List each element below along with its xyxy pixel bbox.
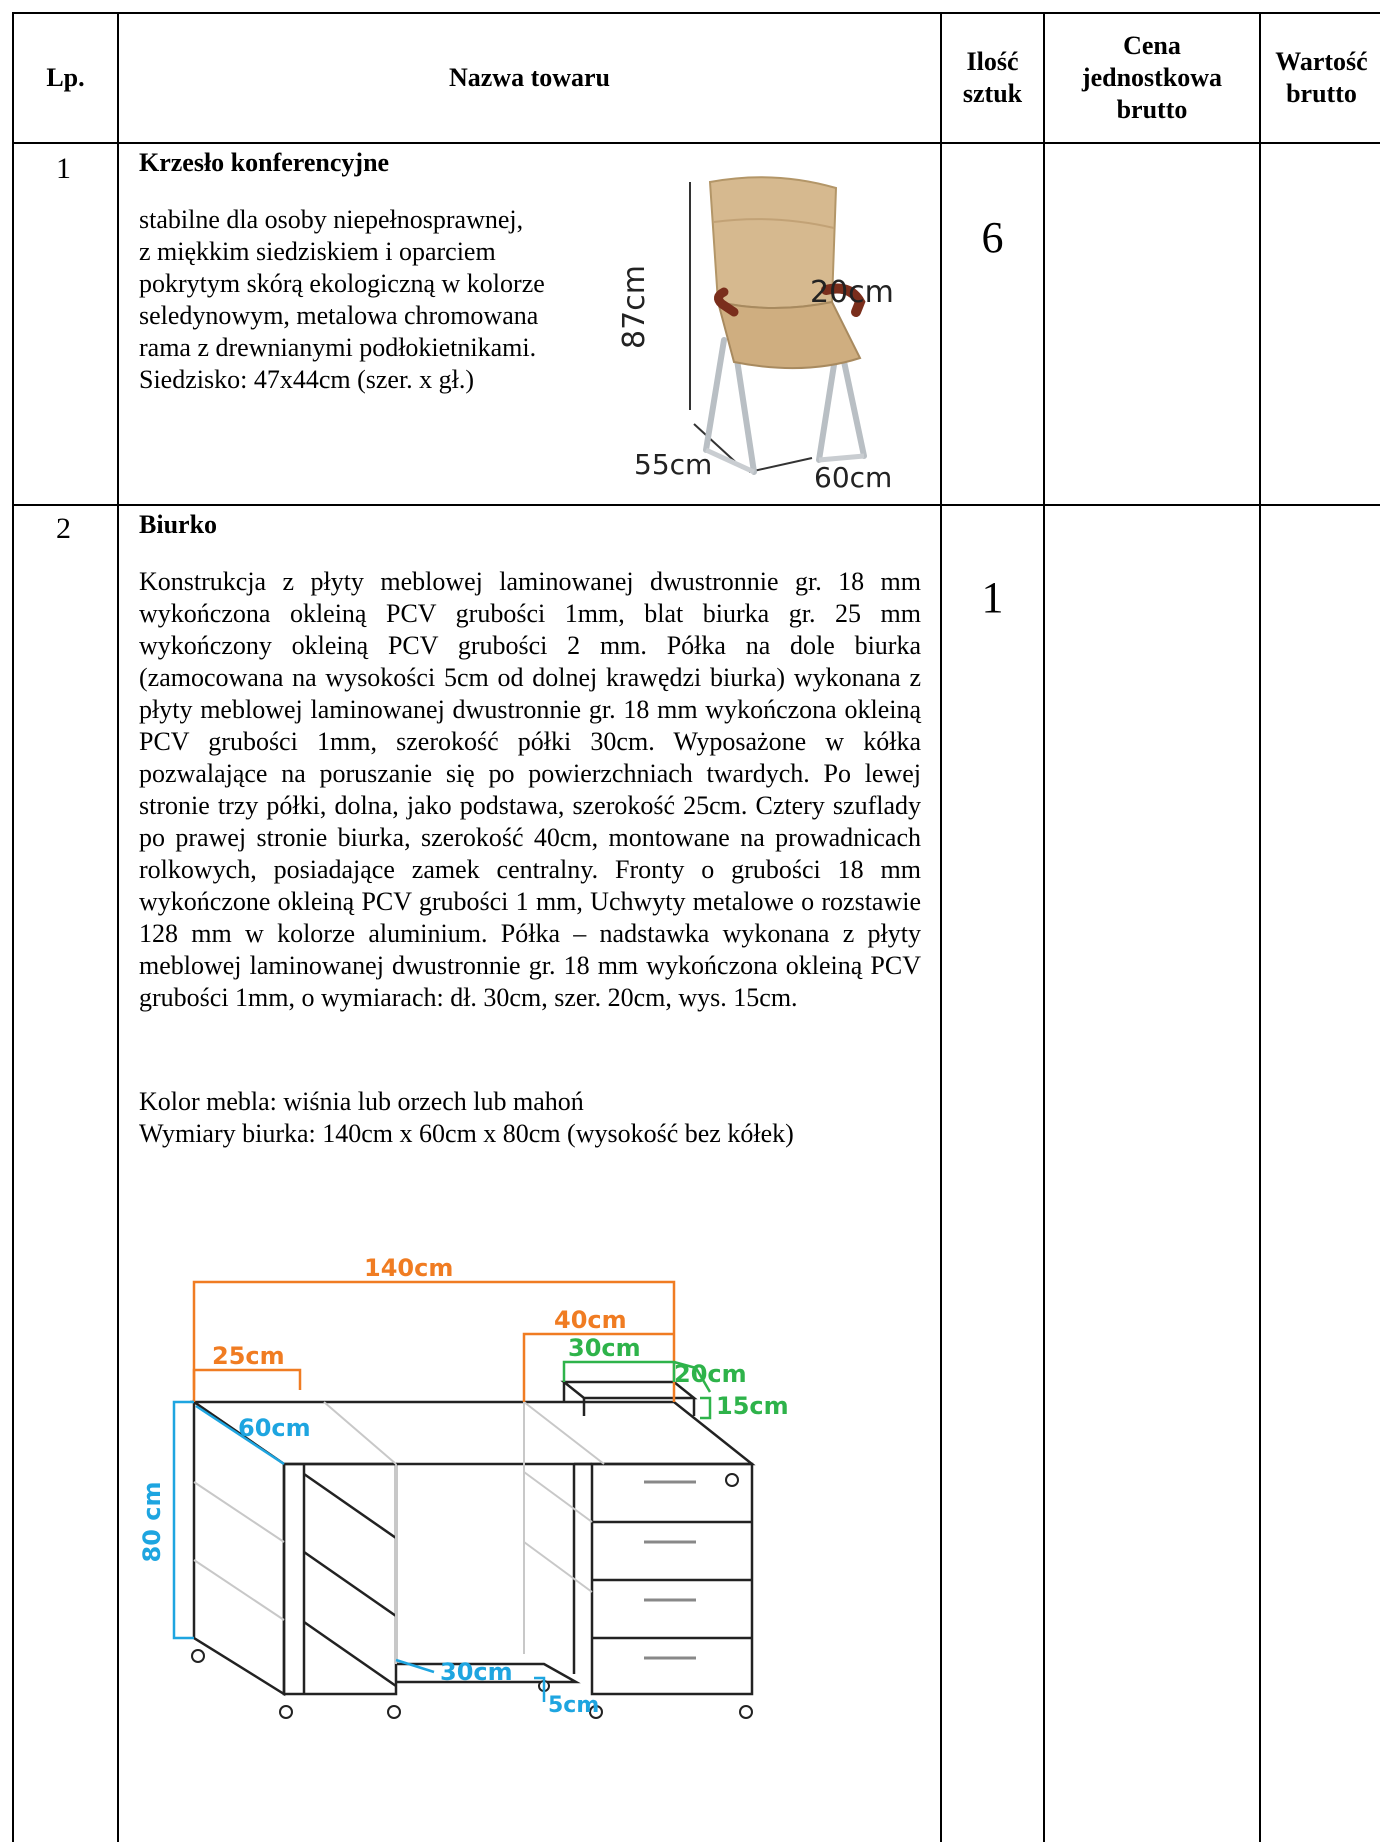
label-left-shelf: 25cm xyxy=(212,1342,285,1370)
label-drawer-width: 40cm xyxy=(554,1306,627,1334)
desk-drawing: 140cm 40cm 30cm 20cm 15cm 25cm 60cm 80 c… xyxy=(138,1254,789,1719)
blue-dimensions xyxy=(172,1400,546,1702)
label-bottom-offset: 5cm xyxy=(548,1693,599,1718)
row-2-quantity: 1 xyxy=(981,573,1004,622)
row-1-lp: 1 xyxy=(56,152,71,185)
chair-image: 87cm 20cm 55cm 60cm xyxy=(617,176,894,492)
green-dimensions xyxy=(562,1360,712,1420)
row-1-name: Krzesło konferencyjne xyxy=(139,148,390,177)
chair-height-label: 87cm xyxy=(617,265,652,349)
row-divider xyxy=(14,504,1380,506)
row-2-description: Konstrukcja z płyty meblowej laminowanej… xyxy=(139,567,921,1012)
row-2-lp: 2 xyxy=(56,512,71,545)
col-divider xyxy=(1043,14,1045,1842)
col-divider xyxy=(1259,14,1261,1842)
chair-armrest-label: 20cm xyxy=(810,275,894,310)
header-lp: Lp. xyxy=(46,63,85,92)
row-2-color: Kolor mebla: wiśnia lub orzech lub mahoń xyxy=(139,1087,584,1116)
label-shelf-depth: 20cm xyxy=(674,1360,747,1388)
row-1-description: stabilne dla osoby niepełnosprawnej, z m… xyxy=(139,205,545,394)
label-depth: 60cm xyxy=(238,1414,311,1442)
label-bottom-shelf: 30cm xyxy=(440,1658,513,1686)
col-divider xyxy=(940,14,942,1842)
row-1-quantity: 6 xyxy=(981,213,1004,262)
row-2-name: Biurko xyxy=(139,510,218,539)
label-total-width: 140cm xyxy=(364,1254,453,1282)
chair-width-label: 60cm xyxy=(814,461,892,492)
label-shelf-top: 30cm xyxy=(568,1334,641,1362)
label-height: 80 cm xyxy=(138,1482,166,1563)
header-name: Nazwa towaru xyxy=(448,63,611,92)
row-2-dimensions: Wymiary biurka: 140cm x 60cm x 80cm (wys… xyxy=(139,1119,794,1148)
orange-dimensions xyxy=(192,1280,676,1402)
row-divider xyxy=(14,142,1380,144)
label-shelf-height: 15cm xyxy=(716,1392,789,1420)
chair-depth-label: 55cm xyxy=(634,448,712,481)
col-divider xyxy=(117,14,119,1842)
